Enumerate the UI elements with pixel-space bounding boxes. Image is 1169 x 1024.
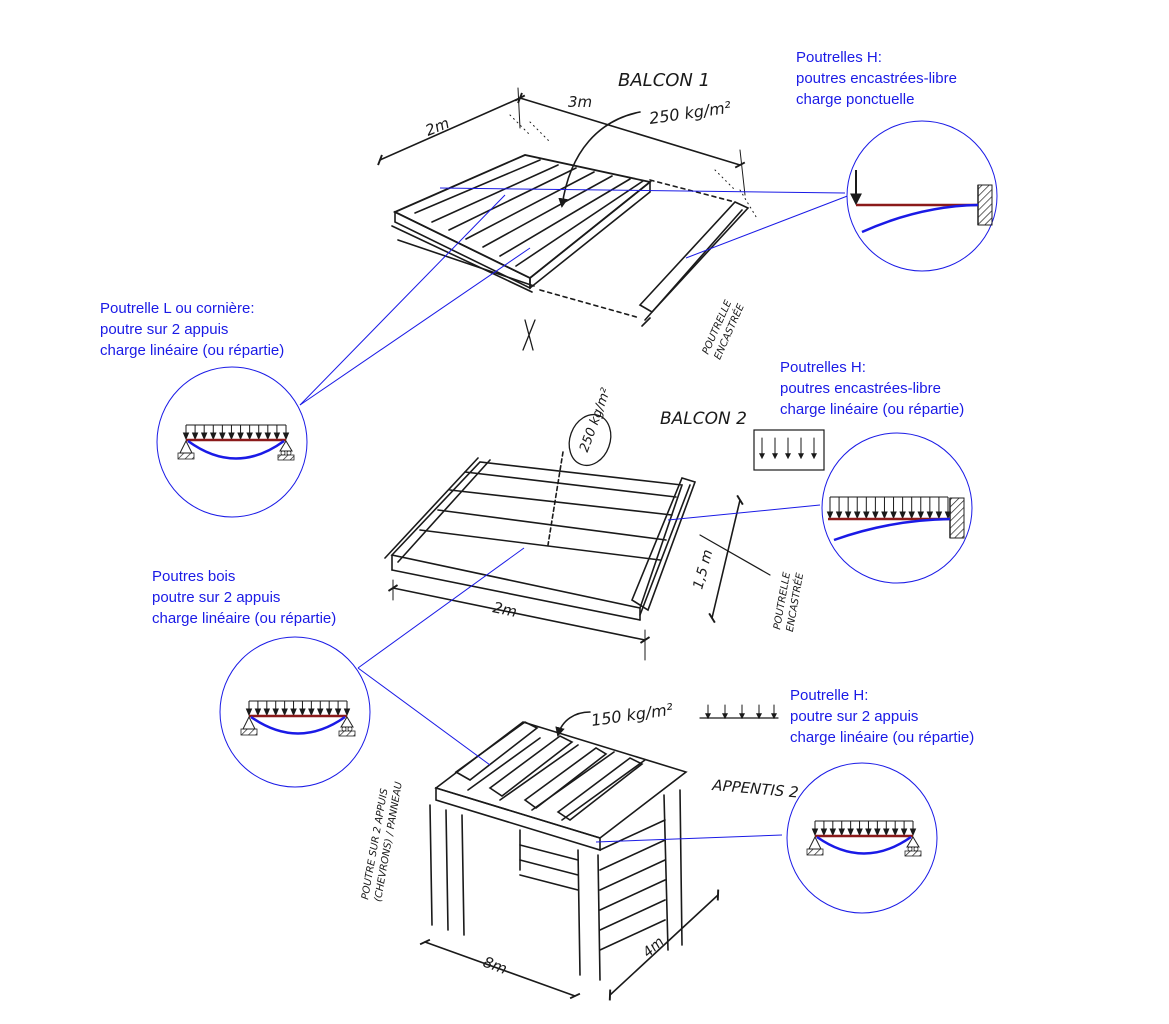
- balcon-1-side-label: POUTRELLE ENCASTRÉE: [701, 298, 747, 361]
- load-arrow-head: [909, 828, 917, 837]
- load-arrow-head: [255, 432, 262, 441]
- roller-support: [279, 440, 293, 452]
- load-arrow-head: [900, 828, 908, 837]
- distributed-load-arrows: [826, 496, 952, 520]
- load-arrow-head: [881, 511, 888, 520]
- distributed-load-arrows: [245, 700, 351, 717]
- load-arrow-head: [290, 708, 297, 717]
- balcon-1-sketch: [377, 87, 759, 351]
- diagram-simply-supported-wood-beam: [219, 636, 371, 788]
- appentis-depth-dimension: 4m: [640, 934, 667, 961]
- load-arrow-head: [299, 708, 306, 717]
- load-arrow-head: [865, 828, 872, 837]
- deflection-curve: [250, 715, 346, 735]
- load-arrow-head: [334, 708, 342, 717]
- load-arrow-head: [835, 511, 843, 520]
- balcon-1-depth-dimension: 2m: [423, 114, 452, 140]
- appentis-load: 150 kg/m²: [590, 700, 675, 730]
- load-arrow-head: [829, 828, 837, 837]
- annotation-balcon-2-h-beams: Poutrelles H: poutres encastrées-libre c…: [780, 359, 965, 418]
- load-arrow-head: [182, 432, 190, 441]
- balcon-2-depth-dimension: 1,5 m: [690, 548, 716, 591]
- load-arrow-head: [210, 432, 217, 441]
- appentis-sketch: [419, 704, 779, 1001]
- diagram-simply-supported-h-beam: [786, 762, 938, 914]
- load-arrow-head: [853, 511, 861, 520]
- balcon-2-sketch: [384, 413, 825, 661]
- appentis-side-label: POUTRE SUR 2 APPUIS (CHEVRONS) / PANNEAU: [360, 780, 405, 902]
- appentis-title: APPENTIS 2: [711, 776, 800, 802]
- appentis-width-dimension: 8m: [481, 953, 510, 978]
- load-arrow-head: [811, 828, 819, 837]
- load-arrow-head: [317, 708, 324, 717]
- diagram-cantilever-distributed-load: [821, 432, 973, 584]
- balcon-2-width-dimension: 2m: [491, 598, 518, 621]
- load-arrow-head: [273, 432, 281, 441]
- diagram-cantilever-point-load: [846, 120, 998, 272]
- load-arrow-head: [899, 511, 906, 520]
- annotation-appentis-h-beam: Poutrelle H: poutre sur 2 appuis charge …: [790, 687, 975, 746]
- load-arrow-head: [890, 511, 897, 520]
- load-arrow-head: [826, 511, 834, 520]
- load-arrow-head: [325, 708, 333, 717]
- distributed-load-arrows: [811, 820, 917, 837]
- roller-support: [340, 716, 354, 728]
- load-arrow-head: [343, 708, 351, 717]
- balcon-2-load: 250 kg/m²: [577, 386, 614, 454]
- load-arrow-head: [891, 828, 899, 837]
- load-arrow-head: [219, 432, 226, 441]
- fixed-support: [949, 497, 965, 539]
- load-arrow-head: [863, 511, 870, 520]
- deflection-curve: [187, 439, 285, 460]
- load-arrow-head: [237, 432, 244, 441]
- load-arrow-head: [272, 708, 279, 717]
- deflection-curve: [861, 203, 979, 234]
- load-arrow-head: [872, 511, 879, 520]
- balcon-2-title: BALCON 2: [660, 409, 747, 429]
- load-arrow-head: [926, 511, 934, 520]
- annotation-balcon-1-h-beams: Poutrelles H: poutres encastrées-libre c…: [796, 49, 957, 108]
- load-arrow-head: [874, 828, 881, 837]
- load-arrow-head: [228, 432, 235, 441]
- load-arrow-head: [200, 432, 208, 441]
- load-arrow-head: [191, 432, 199, 441]
- deflection-curve: [816, 835, 912, 855]
- leader-lines: [299, 187, 851, 843]
- distributed-load-arrows: [182, 424, 290, 441]
- load-arrow-head: [908, 511, 915, 520]
- deflection-curve: [833, 517, 951, 542]
- load-arrow-head: [263, 708, 271, 717]
- load-arrow-head: [917, 511, 925, 520]
- balcon-2-side-label: POUTRELLE ENCASTRÉE: [772, 571, 806, 633]
- load-arrow-head: [847, 828, 854, 837]
- balcon-1-width-dimension: 3m: [568, 93, 592, 111]
- annotation-balcon-1-l-beam: Poutrelle L ou cornière: poutre sur 2 ap…: [100, 300, 285, 359]
- load-arrow-head: [883, 828, 890, 837]
- load-arrow-head: [308, 708, 315, 717]
- load-arrow-head: [935, 511, 943, 520]
- balcon-1-title: BALCON 1: [618, 70, 710, 91]
- load-arrow-head: [820, 828, 828, 837]
- load-arrow-head: [844, 511, 852, 520]
- fixed-support: [977, 184, 993, 226]
- load-arrow-head: [838, 828, 845, 837]
- load-arrow-head: [254, 708, 262, 717]
- load-arrow-head: [282, 432, 290, 441]
- roller-support: [906, 836, 920, 848]
- balcon-1-load: 250 kg/m²: [648, 98, 733, 128]
- load-arrow-head: [246, 432, 253, 441]
- diagram-simply-supported-l-beam: [156, 366, 308, 518]
- load-arrow-head: [281, 708, 288, 717]
- load-arrow-head: [245, 708, 253, 717]
- annotation-wood-beams: Poutres bois poutre sur 2 appuis charge …: [152, 568, 337, 627]
- load-arrow-head: [264, 432, 272, 441]
- load-arrow-head: [856, 828, 863, 837]
